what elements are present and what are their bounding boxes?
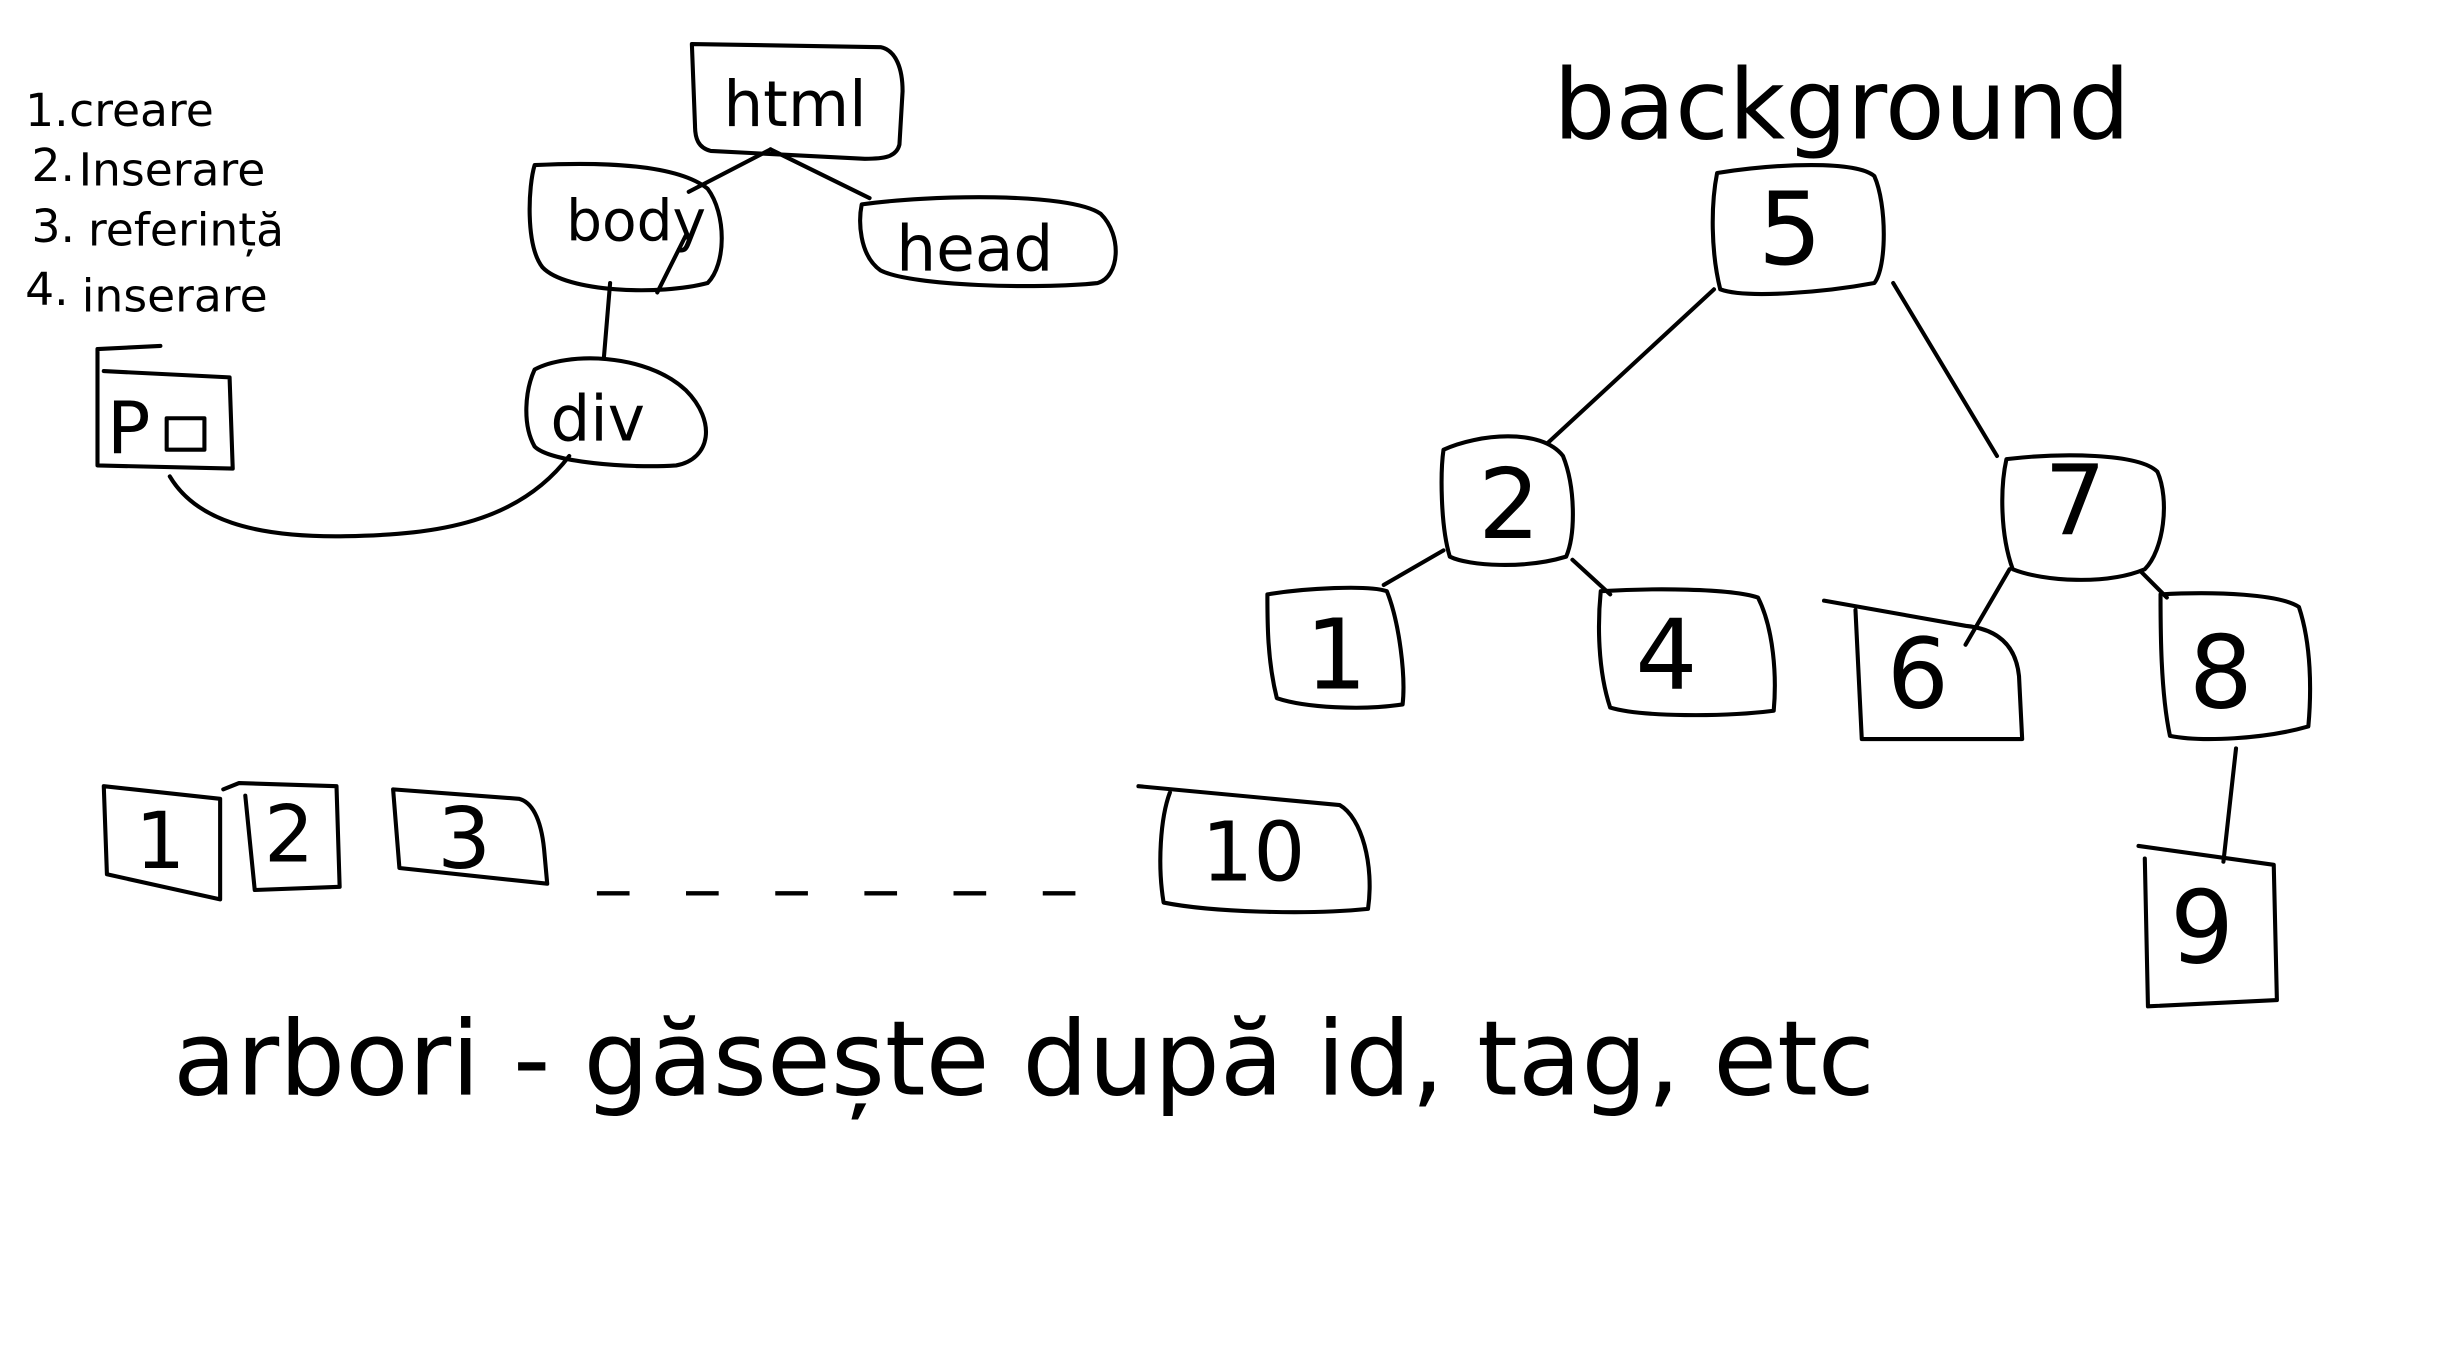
dom-node-head: head xyxy=(858,195,1118,289)
dom-node-html: html xyxy=(689,41,905,161)
bst-node-8-label: 8 xyxy=(2189,615,2253,732)
bst-node-4: 4 xyxy=(1596,587,1777,718)
list-item-2-text: Inserare xyxy=(79,144,266,197)
array-cell-1-label: 1 xyxy=(135,795,185,887)
edge-7-6 xyxy=(1963,567,2012,647)
bst-node-1: 1 xyxy=(1265,585,1406,712)
dom-node-p-label: P xyxy=(107,387,151,471)
bst-edges xyxy=(1381,280,2239,864)
bst-node-5-label: 5 xyxy=(1758,171,1822,288)
dom-node-p: P xyxy=(95,343,235,471)
array-cell-10-label: 10 xyxy=(1201,806,1305,901)
array-cell-10: 10 xyxy=(1136,784,1372,915)
array-cell-3: 3 xyxy=(391,787,550,889)
dom-node-div: div xyxy=(524,356,709,469)
list-item-2-number: 2. xyxy=(31,139,75,192)
edge-2-4 xyxy=(1570,557,1613,597)
bst-node-1-label: 1 xyxy=(1305,599,1367,712)
dom-node-head-label: head xyxy=(896,212,1053,285)
bst-node-5: 5 xyxy=(1710,163,1886,296)
dom-node-p-square-glyph xyxy=(164,416,207,452)
edge-div-p xyxy=(167,453,572,539)
bst-node-9: 9 xyxy=(2136,843,2279,1009)
dom-node-body-label: body xyxy=(566,189,706,255)
bst-node-6: 6 xyxy=(1821,598,2025,742)
list-item-4-text: inserare xyxy=(82,269,268,322)
list-item-3-text: referință xyxy=(88,203,284,257)
bst-node-2: 2 xyxy=(1439,434,1575,567)
bst-node-7: 7 xyxy=(2000,445,2166,582)
edge-5-7 xyxy=(1891,280,2000,459)
array-cell-2: 2 xyxy=(221,781,342,893)
background-heading: background xyxy=(1554,48,2131,161)
list-item-1-number: 1. xyxy=(25,84,69,137)
array-ellipsis: _ _ _ _ _ _ xyxy=(597,823,1094,896)
body-tick-mark xyxy=(655,233,688,295)
bst-node-8: 8 xyxy=(2158,591,2313,742)
bst-node-2-label: 2 xyxy=(1478,448,1540,561)
array-row: 1 2 3 _ _ _ _ _ _ 10 xyxy=(101,781,1372,915)
dom-node-div-label: div xyxy=(550,382,645,455)
edge-8-9 xyxy=(2221,746,2239,864)
dom-node-body: body xyxy=(527,161,724,293)
list-item-3-number: 3. xyxy=(31,200,75,253)
array-cell-3-label: 3 xyxy=(437,790,491,889)
edge-html-head xyxy=(768,147,872,201)
bst-node-7-label: 7 xyxy=(2044,445,2106,558)
dom-node-html-label: html xyxy=(723,68,866,141)
array-cell-1: 1 xyxy=(101,784,223,902)
bst-node-4-label: 4 xyxy=(1635,599,1697,712)
list-item-1-text: creare xyxy=(69,84,214,137)
list-item-4-number: 4. xyxy=(25,263,69,316)
steps-list: 1. creare 2. Inserare 3. referință 4. in… xyxy=(25,84,284,323)
edge-5-2 xyxy=(1545,287,1717,446)
bst-node-9-label: 9 xyxy=(2170,869,2234,986)
bst-node-6-label: 6 xyxy=(1887,618,1949,731)
edge-body-div xyxy=(601,280,613,361)
edge-2-1 xyxy=(1381,548,1446,587)
array-cell-2-label: 2 xyxy=(264,789,314,881)
footer-note: arbori - găsește după id, tag, etc xyxy=(173,999,1875,1119)
